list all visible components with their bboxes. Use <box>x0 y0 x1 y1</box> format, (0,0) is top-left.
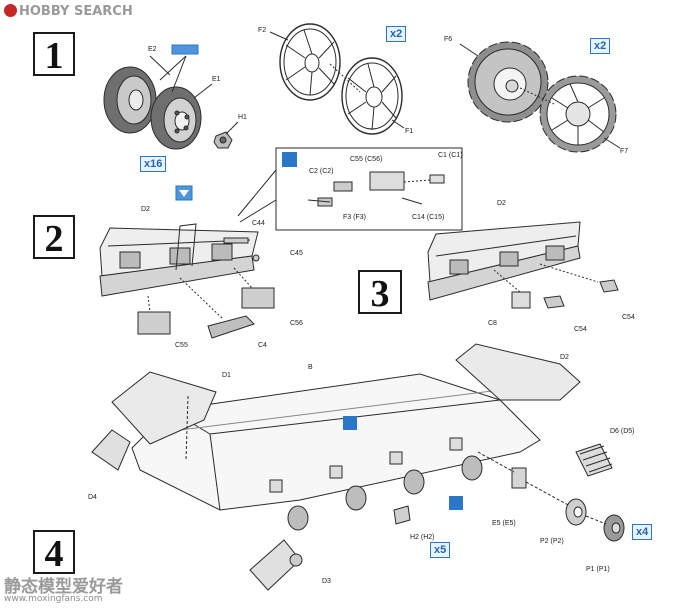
label-e5: E5 (E5) <box>492 520 516 527</box>
label-d1: D1 <box>222 372 231 379</box>
install-marker-icon <box>175 185 193 201</box>
step-1-box: 1 <box>33 32 75 77</box>
step-3-box: 3 <box>358 270 402 315</box>
callout-box <box>275 147 463 231</box>
label-c14-c15: C14 (C15) <box>412 214 445 221</box>
paint-icon-hull-1 <box>343 416 357 430</box>
label-c56: C56 <box>290 320 303 327</box>
label-c2: C2 (C2) <box>309 168 334 175</box>
label-d3: D3 <box>322 578 331 585</box>
label-c8: C8 <box>488 320 497 327</box>
callout-parts <box>307 171 445 207</box>
label-f3: F3 (F3) <box>343 214 366 221</box>
roller-p1 <box>603 514 625 542</box>
suspension-plate-step2 <box>99 223 275 339</box>
label-f6: F6 <box>444 36 453 43</box>
hub-cap-h1 <box>213 131 233 149</box>
label-c55: C55 <box>175 342 188 349</box>
step-2-box: 2 <box>33 215 75 260</box>
bracket-d4 <box>91 429 131 471</box>
label-d4: D4 <box>88 494 97 501</box>
moxingfans-watermark-url: www.moxingfans.com <box>4 594 103 604</box>
label-c4: C4 <box>258 342 267 349</box>
label-b: B <box>308 364 313 371</box>
label-p1: P1 (P1) <box>586 566 610 573</box>
label-c55-c56: C55 (C56) <box>350 156 383 163</box>
part-h2 <box>393 505 411 525</box>
multiplier-x2-idler: x2 <box>386 26 407 42</box>
roller-p2 <box>565 498 587 526</box>
label-c54-a: C54 <box>574 326 587 333</box>
bracket-d3 <box>249 539 303 591</box>
label-f1: F1 <box>405 128 414 135</box>
sprocket-f7 <box>539 75 617 153</box>
road-wheel-e2 <box>103 66 157 134</box>
paint-icon-hull-2 <box>449 496 463 510</box>
fender-d2 <box>455 343 581 401</box>
fender-d1 <box>111 371 217 445</box>
idler-wheel-f2 <box>279 23 341 101</box>
sprocket-f6 <box>467 41 549 123</box>
grille-d6 <box>575 443 613 477</box>
hobby-search-logo-icon <box>4 4 17 17</box>
label-h1: H1 <box>238 114 247 121</box>
label-f7: F7 <box>620 148 629 155</box>
label-e1: E1 <box>212 76 221 83</box>
moxingfans-watermark-cn: 静态模型爱好者 <box>4 577 123 597</box>
hobby-search-watermark: HOBBY SEARCH <box>4 4 133 19</box>
suspension-plate-step3 <box>427 221 619 309</box>
multiplier-x4: x4 <box>632 524 653 540</box>
multiplier-x16: x16 <box>140 156 167 172</box>
multiplier-x5: x5 <box>430 542 451 558</box>
label-e2: E2 <box>148 46 157 53</box>
step-4-box: 4 <box>33 530 75 575</box>
hobby-search-text: HOBBY SEARCH <box>19 4 133 19</box>
paint-callout-step1 <box>171 44 199 55</box>
hull-side-b <box>131 373 541 511</box>
idler-wheel-f1 <box>341 57 403 135</box>
label-d6-d5: D6 (D5) <box>610 428 635 435</box>
label-d2-step2: D2 <box>141 206 150 213</box>
label-p2: P2 (P2) <box>540 538 564 545</box>
label-c45: C45 <box>290 250 303 257</box>
label-d2-step4: D2 <box>560 354 569 361</box>
return-rollers <box>287 455 483 531</box>
label-c1: C1 (C1) <box>438 152 463 159</box>
road-wheel-e1 <box>150 86 202 150</box>
paint-brush-icon <box>282 152 297 167</box>
label-f2: F2 <box>258 27 267 34</box>
label-c44: C44 <box>252 220 265 227</box>
label-d2-step3: D2 <box>497 200 506 207</box>
mount-e5 <box>511 467 527 489</box>
label-c54-b: C54 <box>622 314 635 321</box>
multiplier-x2-sprocket: x2 <box>590 38 611 54</box>
label-h2: H2 (H2) <box>410 534 435 541</box>
